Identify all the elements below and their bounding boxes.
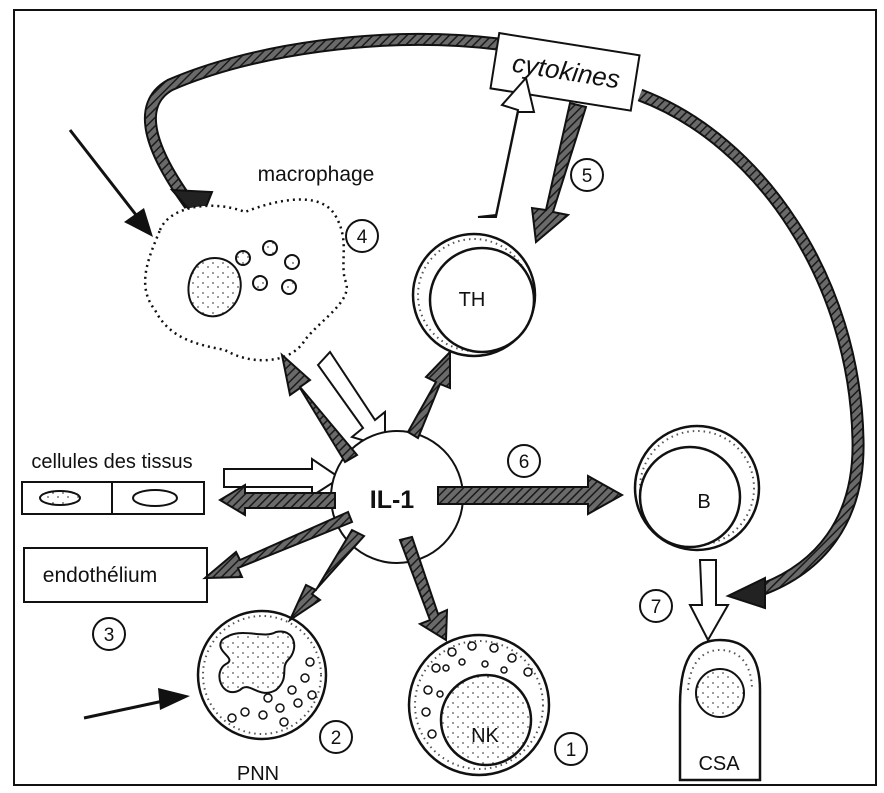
pnn-cell xyxy=(196,609,328,741)
b-label: B xyxy=(697,491,710,513)
tissue-to-il1-arrow xyxy=(223,457,342,498)
il1-to-th-arrow xyxy=(406,349,451,440)
macrophage-cell xyxy=(143,198,348,362)
macrophage-label: macrophage xyxy=(258,163,375,186)
number-badge-4: 4 xyxy=(345,219,379,253)
il1-to-tissue-arrow xyxy=(218,483,336,517)
b-to-csa-arrow xyxy=(688,559,730,643)
il1-to-macrophage-arrow xyxy=(280,352,359,464)
number-badge-2: 2 xyxy=(319,720,353,754)
external-arrow-macrophage-head xyxy=(124,208,153,237)
svg-text:4: 4 xyxy=(357,227,368,248)
nk-label: NK xyxy=(471,725,499,747)
cytokine-feedback-arc-to-macrophage xyxy=(145,35,499,208)
external-arrow-macrophage-line xyxy=(68,129,142,221)
il1-to-endothelium-arrow xyxy=(202,510,354,580)
cytokines-to-th-arrow xyxy=(530,101,588,244)
svg-text:5: 5 xyxy=(582,166,593,187)
csa-label: CSA xyxy=(698,753,740,775)
th-label: TH xyxy=(459,289,486,311)
svg-text:1: 1 xyxy=(566,740,577,761)
svg-text:6: 6 xyxy=(519,452,530,473)
nk-cell: NK xyxy=(407,633,551,777)
svg-text:3: 3 xyxy=(104,625,115,646)
il1-to-b-arrow xyxy=(437,474,625,516)
th-cell: TH xyxy=(411,232,537,358)
number-badge-7: 7 xyxy=(639,589,673,623)
number-badge-6: 6 xyxy=(507,444,541,478)
svg-text:7: 7 xyxy=(651,597,662,618)
b-cell: B xyxy=(633,424,761,552)
number-badge-3: 3 xyxy=(92,617,126,651)
cytokine-feedback-arc-to-csa xyxy=(638,90,863,597)
il1-to-pnn-arrow xyxy=(287,528,366,623)
external-arrow-pnn-line xyxy=(83,698,169,720)
svg-text:2: 2 xyxy=(331,728,342,749)
external-arrow-pnn-head xyxy=(158,688,190,710)
endothelium-label: endothélium xyxy=(43,564,157,587)
number-badge-1: 1 xyxy=(554,732,588,766)
tissue-cells-label: cellules des tissus xyxy=(31,451,192,473)
csa-cell: CSA xyxy=(678,638,762,782)
number-badge-5: 5 xyxy=(570,158,604,192)
macrophage-to-il1-arrow xyxy=(316,350,386,449)
arrowhead-csa xyxy=(725,576,766,610)
pnn-label: PNN xyxy=(237,763,279,785)
th-to-cytokines-arrow xyxy=(477,75,536,218)
il1-to-nk-arrow xyxy=(398,535,449,642)
tissue-cells xyxy=(21,481,205,515)
endothelium-box xyxy=(23,547,208,603)
il1-label: IL-1 xyxy=(370,486,415,514)
